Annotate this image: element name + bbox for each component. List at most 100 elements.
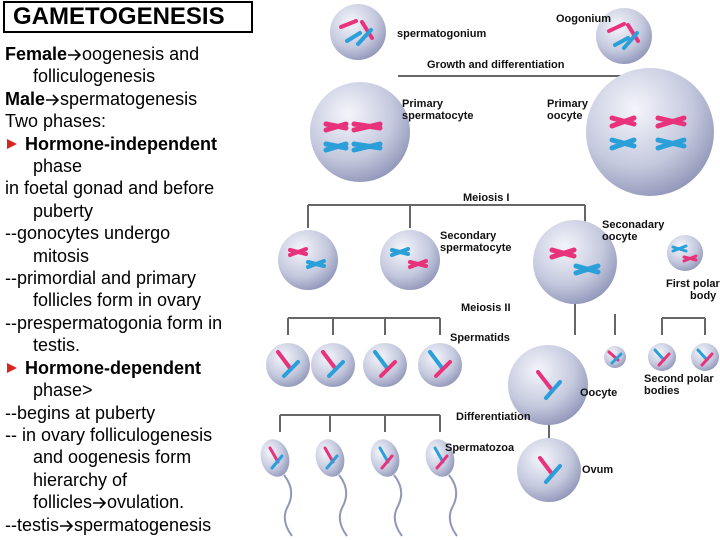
notes-text-run: Hormone-independent: [25, 133, 217, 154]
spermatozoon-4: [425, 439, 458, 537]
notes-line: and oogenesis form: [5, 446, 260, 468]
spermatogonium-cell: [330, 4, 386, 60]
spermatid-cell-3: [363, 343, 407, 387]
notes-text-run: Hormone-dependent: [25, 357, 202, 378]
label-primary-oocyte-1: Primary: [547, 98, 589, 110]
notes-text-run: phase: [33, 156, 83, 177]
notes-text-run: puberty: [33, 200, 94, 221]
notes-text-run: in foetal gonad and before: [5, 178, 215, 199]
label-spermatids: Spermatids: [450, 332, 510, 344]
notes-line: -- in ovary folliculogenesis: [5, 424, 260, 446]
right-arrow-icon: [46, 94, 60, 106]
notes-text-run: -- in ovary folliculogenesis: [5, 424, 213, 445]
notes-line: folliculogenesis: [5, 65, 260, 87]
notes-line: --primordial and primary: [5, 267, 260, 289]
spermatozoon-1: [260, 439, 293, 537]
notes-text-run: and oogenesis form: [33, 447, 192, 468]
label-primary-spermatocyte-1: Primary: [402, 98, 444, 110]
notes-line: hierarchy of: [5, 469, 260, 491]
notes-text-run: mitosis: [33, 245, 90, 266]
label-spermatozoa: Spermatozoa: [445, 442, 515, 454]
notes-text-run: --begins at puberty: [5, 402, 156, 423]
notes-text-run: folliculogenesis: [33, 66, 156, 87]
spermatid-cell-2: [311, 343, 355, 387]
notes-line: phase>: [5, 379, 260, 401]
second-polar-body-cell-1: [604, 346, 626, 368]
label-oogonium: Oogonium: [556, 13, 611, 25]
secondary-spermatocyte-cell-1: [278, 230, 338, 290]
notes-text-run: follicles: [33, 492, 93, 513]
label-first-polar-body-2: body: [690, 290, 717, 302]
notes-line: puberty: [5, 200, 260, 222]
spermatozoon-3: [370, 439, 403, 537]
notes-text-run: Male: [5, 88, 46, 109]
label-secondary-oocyte-2: oocyte: [602, 231, 637, 243]
label-differentiation: Differentiation: [456, 411, 531, 423]
right-arrow-icon: [60, 519, 74, 532]
label-first-polar-body-1: First polar: [666, 278, 720, 290]
label-growth-differentiation: Growth and differentiation: [427, 59, 565, 71]
label-oocyte: Oocyte: [580, 387, 617, 399]
notes-line: --testis spermatogenesis: [5, 514, 260, 536]
label-ovum: Ovum: [582, 464, 613, 476]
notes-line: Hormone-independent: [5, 133, 260, 155]
notes-line: Hormone-dependent: [5, 357, 260, 379]
ovum-cell: [517, 438, 581, 502]
notes-text-run: --primordial and primary: [5, 268, 197, 289]
notes-text-run: phase>: [33, 380, 93, 401]
notes-text-run: Female: [5, 44, 68, 64]
label-second-polar-bodies-2: bodies: [644, 385, 679, 397]
spermatid-cell-4: [418, 343, 462, 387]
right-arrow-icon: [68, 49, 82, 61]
oogonium-cell: [596, 8, 652, 64]
notes-text-run: oogenesis and: [82, 44, 200, 64]
notes-text-run: spermatogenesis: [60, 88, 198, 109]
secondary-oocyte-cell: [533, 220, 617, 304]
notes-text-run: testis.: [33, 335, 81, 356]
connector-lines: [279, 75, 706, 440]
oocyte-cell: [508, 345, 588, 425]
notes-line: Two phases:: [5, 110, 260, 132]
notes-text-run: --gonocytes undergo: [5, 223, 171, 244]
notes-line: follicles ovulation.: [5, 491, 260, 513]
bullet-triangle-icon: [7, 138, 17, 149]
notes-line: phase: [5, 155, 260, 177]
second-polar-body-cell-2: [648, 343, 676, 371]
label-second-polar-bodies-1: Second polar: [644, 373, 714, 385]
primary-oocyte-cell: [586, 68, 714, 196]
notes-line: mitosis: [5, 245, 260, 267]
notes-line: --begins at puberty: [5, 402, 260, 424]
label-primary-oocyte-2: oocyte: [547, 110, 582, 122]
notes-line: testis.: [5, 334, 260, 356]
right-arrow-icon: [93, 497, 107, 509]
label-secondary-spermatocyte-2: spermatocyte: [440, 242, 512, 254]
label-secondary-oocyte-1: Seconadary: [602, 219, 665, 231]
label-meiosis-1: Meiosis I: [463, 192, 509, 204]
second-polar-body-cell-3: [691, 343, 719, 371]
notes-line: Female oogenesis and: [5, 43, 260, 65]
spermatozoon-2: [315, 439, 348, 537]
notes-text-run: spermatogenesis: [74, 514, 212, 535]
secondary-spermatocyte-cell-2: [380, 230, 440, 290]
page-title: GAMETOGENESIS: [3, 1, 253, 33]
first-polar-body-cell: [667, 235, 703, 271]
notes-text-run: Two phases:: [5, 111, 107, 132]
notes-line: --prespermatogonia form in: [5, 312, 260, 334]
notes-text-run: ovulation.: [107, 492, 185, 513]
notes-text-run: follicles form in ovary: [33, 290, 202, 311]
notes-line: in foetal gonad and before: [5, 177, 260, 199]
label-secondary-spermatocyte-1: Secondary: [440, 230, 497, 242]
label-meiosis-2: Meiosis II: [461, 302, 511, 314]
notes-text-run: hierarchy of: [33, 469, 128, 490]
primary-spermatocyte-cell: [310, 82, 410, 182]
notes-line: follicles form in ovary: [5, 289, 260, 311]
spermatid-cell-1: [266, 343, 310, 387]
notes-line: Male spermatogenesis: [5, 88, 260, 110]
label-spermatogonium: spermatogonium: [397, 28, 486, 40]
notes-text-run: --prespermatogonia form in: [5, 312, 223, 333]
bullet-triangle-icon: [7, 362, 17, 373]
notes-text-run: --testis: [5, 514, 59, 535]
notes-line: --gonocytes undergo: [5, 222, 260, 244]
